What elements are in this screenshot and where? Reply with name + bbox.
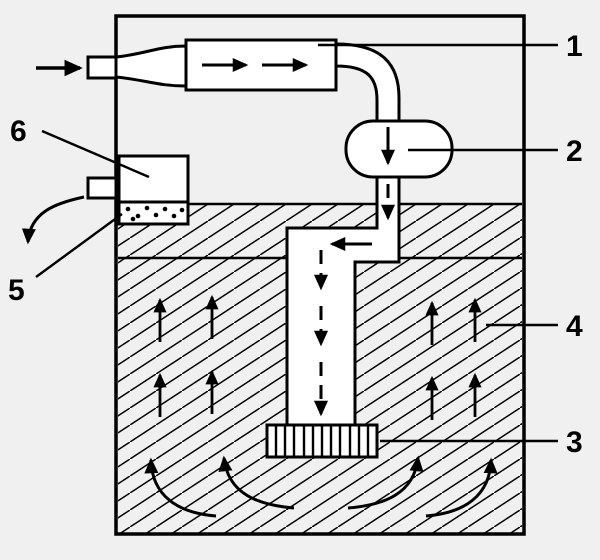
callout-label-5: 5 [8,274,25,307]
sparger-teeth [274,425,370,457]
circulation-arc-left-outer [144,457,217,518]
circulation-arc-left-inner [218,455,295,510]
side-box [117,154,190,204]
callout-label-1: 1 [566,30,583,63]
callout-label-6: 6 [10,115,27,148]
flow-arrows [21,57,498,518]
side-box-assembly [86,154,190,226]
dotted-strip [117,200,190,226]
strip-dots [125,205,185,222]
callout-label-2: 2 [566,135,583,168]
circulation-arc-right-outer [425,457,498,518]
outlet-stub [86,176,118,200]
top-duct-assembly [86,38,401,124]
leader-line-5 [35,213,123,278]
callout-label-4: 4 [566,310,583,343]
sparger [265,423,379,459]
circulation-arc-right-inner [347,455,424,510]
inlet-stub [86,55,118,80]
outflow-arrow [21,195,85,245]
callout-label-3: 3 [566,426,583,459]
leader-line-6 [41,129,150,179]
callouts: 1 2 3 4 5 6 [8,30,583,459]
